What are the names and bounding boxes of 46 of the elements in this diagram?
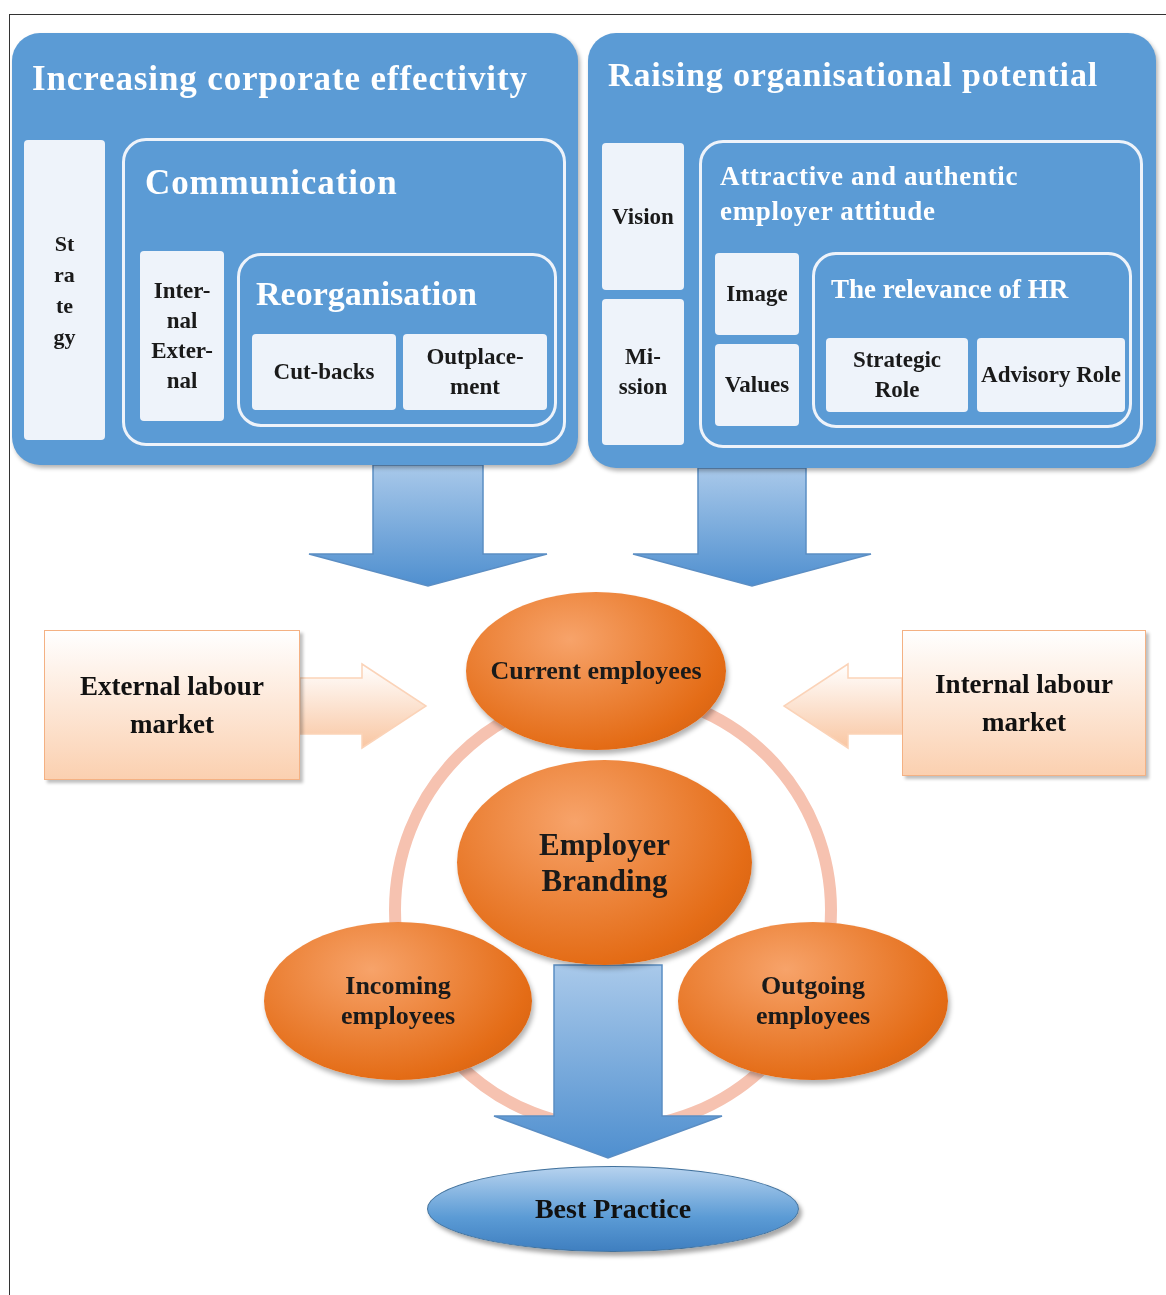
group-frame [237,253,557,427]
item-label: Current employees [489,656,703,686]
category-panel [588,33,1156,468]
item-label: Values [723,371,791,399]
item-label: Mi- ssion [617,343,669,401]
item-box [715,253,799,335]
item-label: Internal labour market [934,668,1114,739]
item-label: Image [725,280,789,308]
item-label: Best Practice [534,1192,692,1226]
group-frame [699,140,1143,448]
group-heading: Attractive and authentic employer attitude [720,160,1020,228]
item-box [826,338,968,412]
vertical-item-box [24,140,105,440]
category-panel [12,33,578,465]
item-label: Inter- nal Exter- nal [150,277,214,395]
item-label: Outgoing employees [754,971,872,1031]
market-box [902,630,1146,776]
group-heading: Reorganisation [256,274,477,314]
item-label: Strategy [53,230,76,351]
block-arrow [782,662,903,750]
group-heading: Communication [145,162,398,204]
item-label: Vision [611,202,675,231]
group-frame [812,252,1132,428]
item-box [977,338,1125,412]
block-arrow [493,964,723,1159]
item-label: Advisory Role [980,361,1122,389]
item-box [403,334,547,410]
item-box [715,344,799,426]
item-label: Employer Branding [538,826,671,899]
group-heading: Increasing corporate effectivity [32,58,528,100]
item-box [140,251,224,421]
item-label: Incoming employees [339,971,457,1031]
item-box [602,143,684,290]
item-box [602,299,684,445]
block-arrow [308,464,548,587]
market-box [44,630,300,780]
block-arrow [299,662,428,750]
item-label: Outplace- ment [425,343,525,401]
item-box [252,334,396,410]
item-label: Strategic Role [851,346,943,404]
group-heading: Raising organisational potential [608,55,1099,95]
item-label: External labour market [79,670,265,741]
block-arrow [632,467,872,587]
group-frame [122,138,566,446]
group-heading: The relevance of HR [831,273,1069,306]
item-label: Cut-backs [272,358,376,386]
